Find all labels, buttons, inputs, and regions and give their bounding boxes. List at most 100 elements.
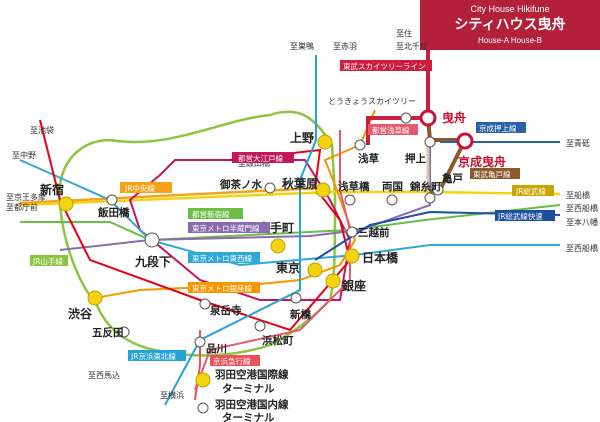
dir-aoto: 至青砥 <box>566 138 590 148</box>
station-akihabara: 秋葉原 <box>282 176 318 191</box>
marker-kameido <box>432 184 444 196</box>
label-box-yamanote <box>30 255 68 266</box>
property-brand-box: City House Hikifune シティハウス曳舟 House-A Hou… <box>420 0 600 50</box>
station-sengakuji: 泉岳寺 <box>209 304 242 317</box>
label-sobukaisoku: JR総武線快速 <box>497 211 543 221</box>
label-tozai: 東京メトロ東西線 <box>192 253 252 263</box>
station-oshiage: 押上 <box>405 152 426 165</box>
label-sobu: JR総武線 <box>515 186 546 196</box>
station-haneda-intl-1: 羽田空港国際線 <box>215 368 289 381</box>
marker-nihonbashi <box>344 248 360 264</box>
marker-kinshicho <box>424 192 436 204</box>
station-ginza: 銀座 <box>341 278 366 293</box>
label-hanzomon: 東京メトロ半蔵門線 <box>192 223 260 233</box>
station-mitsukoshimae: 三越前 <box>358 226 390 239</box>
marker-hikifune <box>419 109 437 127</box>
marker-gotanda <box>118 326 130 338</box>
station-nihonbashi: 日本橋 <box>362 250 399 265</box>
marker-haneda-intl <box>195 372 211 388</box>
marker-iidabashi <box>106 194 118 206</box>
marker-shinagawa <box>194 336 206 348</box>
label-yamanote: JR山手線 <box>32 256 63 266</box>
marker-shibuya <box>87 290 103 306</box>
station-shinagawa: 品川 <box>206 343 227 355</box>
label-ginza: 東京メトロ銀座線 <box>192 283 252 293</box>
label-box-shinjuku <box>188 208 243 219</box>
marker-hamamatsucho <box>254 320 266 332</box>
station-skytree: とうきょうスカイツリー <box>328 97 416 106</box>
dir-nishifunabashi-2: 至西船橋 <box>566 243 598 253</box>
label-box-chuo <box>120 182 172 193</box>
label-box-sobu <box>512 185 554 196</box>
station-haneda-intl-2: ターミナル <box>222 383 275 395</box>
marker-ryogoku <box>386 194 398 206</box>
marker-haneda-dom <box>197 402 209 414</box>
label-tobu: 東武スカイツリーライン <box>343 61 426 71</box>
station-hamamatsucho: 浜松町 <box>262 334 294 347</box>
station-kinshicho: 錦糸町 <box>409 180 442 193</box>
label-asakusa: 都営浅草線 <box>372 125 410 135</box>
marker-ochanomizu <box>264 182 276 194</box>
dir-keiotama: 至京王多摩 <box>6 192 46 202</box>
label-box-asakusa <box>368 124 418 135</box>
label-box-keikyu <box>210 355 260 366</box>
dir-nishimagome: 至西馬込 <box>88 371 120 380</box>
station-ochanomizu: 御茶ノ水 <box>219 178 262 191</box>
line-asakusa <box>194 130 351 391</box>
label-box-ginza <box>188 282 260 293</box>
marker-mitsukoshimae <box>346 226 358 238</box>
marker-tokyo <box>307 262 323 278</box>
station-haneda-dom-2: ターミナル <box>222 412 275 422</box>
station-ryogoku: 両国 <box>382 181 403 193</box>
station-gotanda: 五反田 <box>92 326 124 339</box>
station-haneda-dom-1: 羽田空港国内線 <box>215 398 289 411</box>
label-box-keisei <box>476 122 526 133</box>
dir-funabashi: 至船橋 <box>566 190 590 200</box>
label-box-tozai <box>188 252 260 263</box>
marker-shinjuku <box>58 196 74 212</box>
marker-ueno <box>317 134 333 150</box>
dir-sugamo: 至巣鴨 <box>290 41 314 51</box>
marker-shinbashi <box>290 292 302 304</box>
dir-nakano: 至中野 <box>12 150 36 160</box>
station-tokyo: 東京 <box>276 260 300 275</box>
dir-nishifunabashi-1: 至西船橋 <box>566 203 598 213</box>
dir-akabane: 至赤羽 <box>333 42 357 51</box>
marker-keisei-hikifune <box>456 132 474 150</box>
marker-asakusabashi <box>344 194 356 206</box>
dir-yokohama: 至横浜 <box>160 390 184 400</box>
label-oedo: 都営大江戸線 <box>238 153 283 163</box>
marker-skytree <box>400 112 412 124</box>
label-box-tobu <box>340 60 432 71</box>
station-shinjuku: 新宿 <box>40 182 64 197</box>
marker-asakusa <box>354 139 366 151</box>
marker-akihabara <box>315 182 331 198</box>
label-box-oedo <box>232 152 294 163</box>
label-box-kameido <box>470 168 520 179</box>
brand-japanese: シティハウス曳舟 <box>454 17 566 33</box>
brand-houses: House-A House-B <box>477 36 543 45</box>
station-ueno: 上野 <box>290 130 314 145</box>
line-sobu <box>19 190 561 207</box>
station-iidabashi: 飯田橋 <box>97 206 130 219</box>
label-box-hanzomon <box>188 222 270 233</box>
label-box-sobukaisoku <box>495 210 555 221</box>
label-shinjuku: 都営新宿線 <box>192 209 230 219</box>
marker-otemachi <box>270 238 286 254</box>
station-asakusabashi: 浅草橋 <box>338 180 370 193</box>
brand-english: City House Hikifune <box>470 4 550 14</box>
marker-kudanshita <box>144 232 160 248</box>
station-kudanshita: 九段下 <box>134 254 171 269</box>
line-shinjuku <box>20 204 561 242</box>
label-keisei: 京成押上線 <box>479 123 517 133</box>
marker-ginza <box>325 273 341 289</box>
station-kameido: 亀戸 <box>441 172 463 185</box>
station-hikifune: 曳舟 <box>442 110 466 125</box>
label-chuo: JR中央線 <box>124 183 155 193</box>
line-marunouchi <box>39 119 352 332</box>
marker-oshiage <box>424 136 436 148</box>
label-box-keihin <box>128 350 186 361</box>
line-keihintohoku <box>164 55 317 406</box>
label-keihin: JR京浜東北線 <box>130 351 176 361</box>
